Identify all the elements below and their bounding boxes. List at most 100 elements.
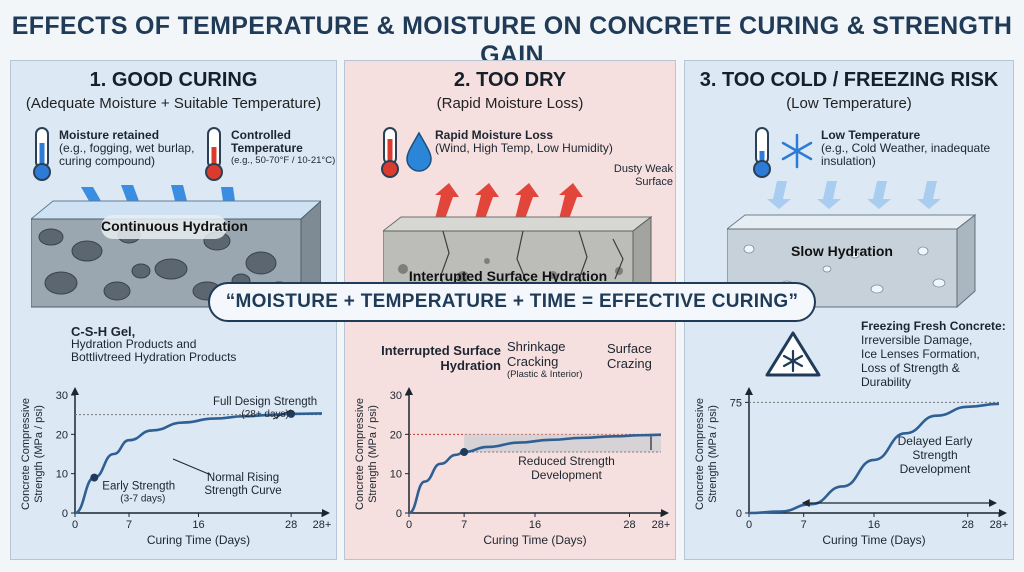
strength-curve [74,412,323,515]
x-tick-label: 28+ [313,519,332,531]
block-label: Continuous Hydration [101,218,248,234]
y-axis-label: Concrete Compressive [20,398,32,510]
x-tick-label: 7 [801,519,807,531]
delayed-strength-label: Development [900,462,971,476]
leader-line [272,409,292,420]
thermometer-icon [33,127,51,181]
reduced-strength-label: Reduced Strength [518,454,615,468]
page-title: EFFECTS OF TEMPERATURE & MOISTURE ON CON… [11,12,1013,69]
strength-curve [408,433,662,515]
concrete-block-cold [727,181,977,309]
y-axis-arrow [405,387,413,395]
block-label: Interrupted Surface Hydration [408,268,608,284]
x-axis-arrow [322,509,330,517]
rapid-loss-title: Rapid Moisture Loss [435,128,554,142]
full-strength-point [287,409,296,418]
x-tick-label: 7 [126,519,132,531]
freezing-line-1: Irreversible Damage, [861,333,973,347]
y-axis-label: Strength (MPa / psi) [707,405,719,503]
shrinkage-cracking-sub: (Plastic & Interior) [507,369,583,380]
y-axis-label: Strength (MPa / psi) [33,405,45,503]
shrinkage-cracking-note: Shrinkage Cracking [507,339,566,369]
panel-subtitle: (Rapid Moisture Loss) [436,95,584,112]
arrowhead [801,499,810,507]
x-tick-label: 28 [623,519,635,531]
warning-snowflake-icon [765,331,821,377]
surface-crazing-note: Surface Crazing [607,341,652,371]
panel-too-cold: 3. TOO COLD / FREEZING RISK (Low Tempera… [684,60,1014,560]
block-label: Slow Hydration [791,243,893,259]
panel-subtitle: (Adequate Moisture + Suitable Temperatur… [25,95,322,112]
dusty-surface-label: Dusty Weak Surface [613,163,673,188]
controlled-temperature-body: (e.g., 50-70°F / 10-21°C) [231,155,336,166]
early-strength-point [90,473,99,482]
curve-point [460,448,469,457]
x-axis-label: Curing Time (Days) [822,533,925,547]
x-tick-label: 28+ [652,519,671,531]
leader-line [172,458,212,476]
x-tick-label: 16 [529,519,541,531]
cold-arrows-icon [767,181,941,209]
freezing-line-3: Loss of Strength & Durability [861,361,960,389]
x-axis-label: Curing Time (Days) [483,533,586,547]
water-arrows-icon [81,185,235,201]
y-tick-label: 0 [736,508,742,520]
csh-gel-title: C-S-H Gel, [71,324,136,339]
x-tick-label: 28 [285,519,297,531]
y-tick-label: 20 [56,429,68,441]
strength-curve [748,402,1000,515]
x-tick-label: 0 [746,519,752,531]
y-axis-label: Concrete Compressive [354,398,366,510]
thermometer-icon [205,127,223,181]
y-axis-label: Concrete Compressive [694,398,706,510]
delayed-strength-label: Strength [912,448,957,462]
freezing-line-2: Ice Lenses Formation, [861,347,980,361]
y-tick-label: 30 [390,390,402,402]
low-temperature-body: (e.g., Cold Weather, inadequate insulati… [821,141,991,168]
reduced-strength-label: Development [531,468,602,482]
x-axis-label: Curing Time (Days) [147,533,250,547]
interrupted-hydration-note: Interrupted Surface Hydration [381,343,501,373]
y-tick-label: 75 [730,397,742,409]
panel-title: 2. TOO DRY [453,69,567,91]
x-tick-label: 28+ [990,519,1009,531]
x-tick-label: 28 [962,519,974,531]
panel-title: 1. GOOD CURING [89,69,258,91]
x-tick-label: 16 [868,519,880,531]
low-temperature-title: Low Temperature [821,128,921,142]
y-tick-label: 0 [396,508,402,520]
delayed-strength-label: Delayed Early [898,434,973,448]
y-axis-arrow [745,387,753,395]
reduced-strength-band [464,434,661,453]
full-strength-sub: (28+ days) [241,409,289,420]
early-strength-label: Early Strength [102,481,175,493]
rapid-loss-body: (Wind, High Temp, Low Humidity) [435,141,613,155]
y-tick-label: 20 [390,429,402,441]
y-axis-label: Strength (MPa / psi) [367,405,379,503]
y-tick-label: 30 [56,390,68,402]
x-tick-label: 0 [72,519,78,531]
moisture-retained-body: (e.g., fogging, wet burlap, curing compo… [59,141,195,168]
x-tick-label: 0 [406,519,412,531]
curing-formula-banner: “MOISTURE + TEMPERATURE + TIME = EFFECTI… [208,282,816,322]
freezing-title: Freezing Fresh Concrete: [861,319,1006,333]
early-strength-sub: (3-7 days) [120,494,165,505]
panel-title: 3. TOO COLD / FREEZING RISK [699,69,999,91]
x-axis-arrow [661,509,669,517]
x-tick-label: 7 [461,519,467,531]
y-tick-label: 10 [390,469,402,481]
x-tick-label: 16 [192,519,204,531]
panel-subtitle: (Low Temperature) [786,95,912,112]
csh-gel-line-2: Bottlivtreed Hydration Products [71,350,237,364]
y-tick-label: 10 [56,469,68,481]
arrowhead [989,499,997,507]
thermometer-snowflake-icon [753,127,813,178]
normal-curve-label: Normal Rising [207,472,279,484]
csh-gel-line-1: Hydration Products and [71,337,197,351]
full-strength-label: Full Design Strength [213,396,317,408]
x-axis-arrow [999,509,1007,517]
y-axis-arrow [71,387,79,395]
